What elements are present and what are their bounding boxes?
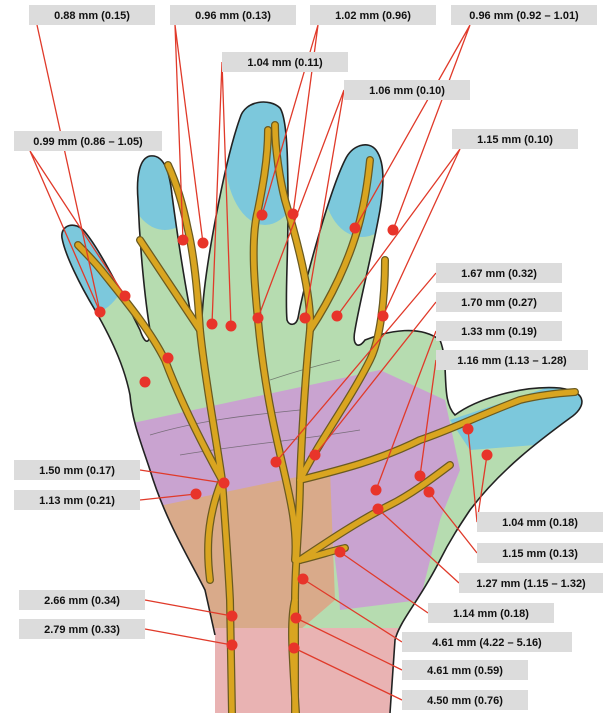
measurement-label-text: 1.06 mm (0.10) (369, 85, 445, 97)
measurement-label-text: 0.99 mm (0.86 – 1.05) (33, 136, 143, 148)
measurement-label: 1.14 mm (0.18) (428, 603, 554, 623)
measurement-dot (198, 238, 209, 249)
measurement-label-text: 1.33 mm (0.19) (461, 326, 537, 338)
measurement-dot (291, 613, 302, 624)
measurement-label-text: 2.79 mm (0.33) (44, 624, 120, 636)
measurement-dot (482, 450, 493, 461)
measurement-dot (415, 471, 426, 482)
measurement-dot (289, 643, 300, 654)
measurement-dot (207, 319, 218, 330)
measurement-label: 1.70 mm (0.27) (436, 292, 562, 312)
measurement-label: 1.13 mm (0.21) (14, 490, 140, 510)
measurement-label: 1.15 mm (0.13) (477, 543, 603, 563)
measurement-dot (140, 377, 151, 388)
measurement-label-text: 1.15 mm (0.13) (502, 548, 578, 560)
measurement-dot (178, 235, 189, 246)
measurement-dot (227, 640, 238, 651)
measurement-label: 4.61 mm (0.59) (402, 660, 528, 680)
measurement-label: 1.02 mm (0.96) (310, 5, 436, 25)
measurement-label-text: 1.67 mm (0.32) (461, 268, 537, 280)
measurement-label: 1.33 mm (0.19) (436, 321, 562, 341)
measurement-label-text: 1.27 mm (1.15 – 1.32) (476, 578, 586, 590)
measurement-label: 4.61 mm (4.22 – 5.16) (402, 632, 572, 652)
measurement-dot (373, 504, 384, 515)
measurement-label: 2.79 mm (0.33) (19, 619, 145, 639)
measurement-label-text: 1.13 mm (0.21) (39, 495, 115, 507)
measurement-dot (388, 225, 399, 236)
measurement-dot (227, 611, 238, 622)
measurement-label: 0.88 mm (0.15) (29, 5, 155, 25)
measurement-label-text: 4.61 mm (0.59) (427, 665, 503, 677)
measurement-dot (257, 210, 268, 221)
measurement-label-text: 0.96 mm (0.92 – 1.01) (469, 10, 579, 22)
measurement-label-text: 1.70 mm (0.27) (461, 297, 537, 309)
measurement-label: 1.16 mm (1.13 – 1.28) (436, 350, 588, 370)
measurement-dot (288, 209, 299, 220)
measurement-label: 0.96 mm (0.13) (170, 5, 296, 25)
measurement-label: 1.15 mm (0.10) (452, 129, 578, 149)
measurement-label: 0.96 mm (0.92 – 1.01) (451, 5, 597, 25)
measurement-label-text: 2.66 mm (0.34) (44, 595, 120, 607)
measurement-label-text: 1.15 mm (0.10) (477, 134, 553, 146)
measurement-dot (191, 489, 202, 500)
measurement-dot (335, 547, 346, 558)
measurement-label: 0.99 mm (0.86 – 1.05) (14, 131, 162, 151)
measurement-label-text: 4.50 mm (0.76) (427, 695, 503, 707)
measurement-label: 1.06 mm (0.10) (344, 80, 470, 100)
measurement-label-text: 4.61 mm (4.22 – 5.16) (432, 637, 542, 649)
measurement-dot (310, 450, 321, 461)
measurement-label-text: 1.04 mm (0.11) (247, 57, 323, 69)
measurement-label-text: 1.02 mm (0.96) (335, 10, 411, 22)
leader-line (175, 25, 203, 243)
measurement-dot (271, 457, 282, 468)
measurement-label: 2.66 mm (0.34) (19, 590, 145, 610)
measurement-dot (378, 311, 389, 322)
measurement-label: 1.04 mm (0.11) (222, 52, 348, 72)
measurement-dot (463, 424, 474, 435)
measurement-label-text: 0.96 mm (0.13) (195, 10, 271, 22)
measurement-dot (226, 321, 237, 332)
measurement-dot (350, 223, 361, 234)
measurement-dot (120, 291, 131, 302)
measurement-dot (95, 307, 106, 318)
measurement-label-text: 1.50 mm (0.17) (39, 465, 115, 477)
measurement-dot (424, 487, 435, 498)
measurement-label: 1.27 mm (1.15 – 1.32) (459, 573, 603, 593)
measurement-label-text: 1.16 mm (1.13 – 1.28) (457, 355, 567, 367)
leader-line (37, 25, 100, 312)
measurement-dot (300, 313, 311, 324)
measurement-dot (298, 574, 309, 585)
measurement-label: 1.50 mm (0.17) (14, 460, 140, 480)
measurement-label-text: 1.04 mm (0.18) (502, 517, 578, 529)
measurement-dot (253, 313, 264, 324)
measurement-label: 1.04 mm (0.18) (477, 512, 603, 532)
measurement-dot (219, 478, 230, 489)
measurement-dot (371, 485, 382, 496)
measurement-label-text: 0.88 mm (0.15) (54, 10, 130, 22)
measurement-dot (163, 353, 174, 364)
measurement-label-text: 1.14 mm (0.18) (453, 608, 529, 620)
measurement-label: 4.50 mm (0.76) (402, 690, 528, 710)
measurement-label: 1.67 mm (0.32) (436, 263, 562, 283)
measurement-dot (332, 311, 343, 322)
